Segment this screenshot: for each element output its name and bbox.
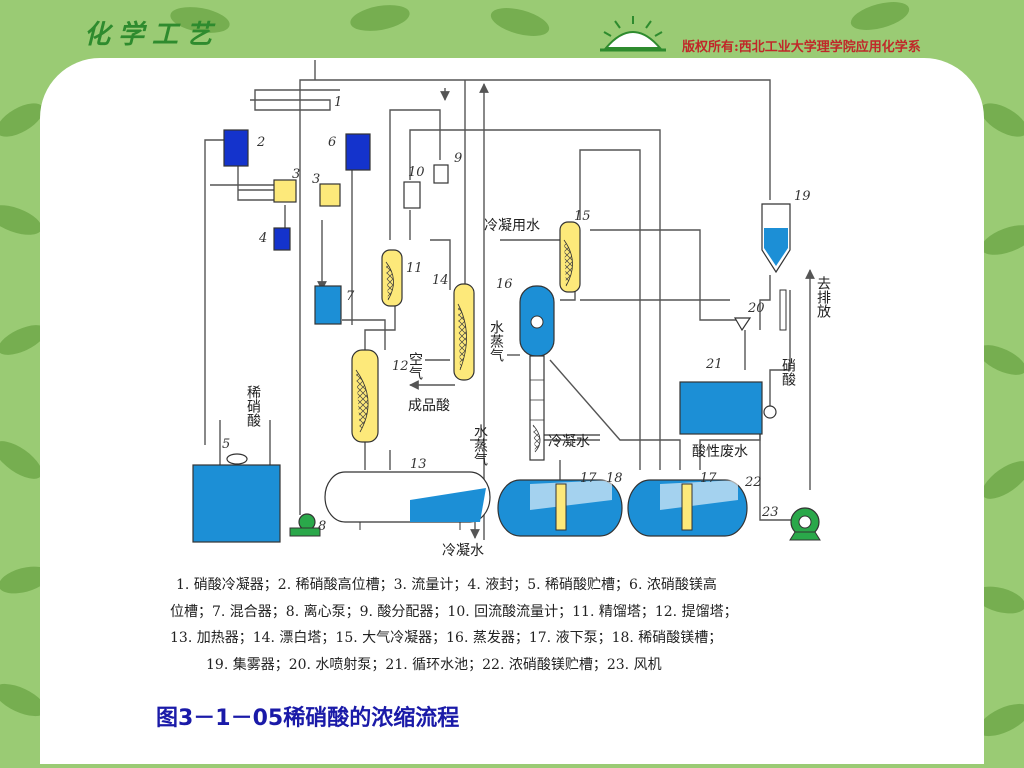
label-cooling-water-13: 冷凝水	[442, 543, 484, 559]
equipment-number-17a: 17	[580, 471, 597, 486]
equipment-number-19: 19	[794, 189, 811, 204]
equipment-number-2: 2	[256, 135, 265, 150]
equipment-number-22: 22	[744, 475, 762, 490]
equipment-number-14: 14	[432, 273, 449, 288]
equipment-number-21: 21	[705, 357, 723, 372]
figure-caption: 图3－1－05稀硝酸的浓缩流程	[156, 706, 460, 731]
label-to-discharge: 去排放	[815, 276, 831, 319]
logo-text: 化学工艺	[84, 20, 221, 50]
equipment-number-6: 6	[328, 135, 336, 150]
equipment-legend: 1. 硝酸冷凝器；2. 稀硝酸高位槽；3. 流量计；4. 液封；5. 稀硝酸贮槽…	[170, 572, 870, 678]
label-product-acid: 成品酸	[408, 398, 450, 414]
label-steam-13: 水蒸气	[472, 424, 488, 466]
equipment-number-8: 8	[318, 519, 326, 534]
equipment-number-16: 16	[496, 277, 513, 292]
legend-line: 13. 加热器；14. 漂白塔；15. 大气冷凝器；16. 蒸发器；17. 液下…	[170, 630, 723, 646]
equipment-number-7: 7	[346, 289, 355, 304]
equipment-number-23: 23	[761, 505, 779, 520]
content-panel	[40, 58, 984, 764]
equipment-number-9: 9	[454, 151, 462, 166]
equipment-number-12: 12	[392, 359, 409, 374]
sun-logo-icon	[600, 16, 666, 52]
legend-line: 19. 集雾器；20. 水喷射泵；21. 循环水池；22. 浓硝酸镁贮槽；23.…	[206, 656, 662, 673]
label-acid-wastewater: 酸性废水	[692, 444, 748, 460]
label-steam-16: 水蒸气	[488, 320, 504, 362]
equipment-number-3b: 3	[312, 172, 320, 187]
label-nitric-acid: 硝酸	[780, 358, 796, 386]
equipment-number-10: 10	[408, 165, 425, 180]
equipment-number-13: 13	[410, 457, 427, 472]
equipment-number-20: 20	[747, 301, 765, 316]
equipment-number-5: 5	[222, 437, 230, 452]
legend-line: 位槽；7. 混合器；8. 离心泵；9. 酸分配器；10. 回流酸流量计；11. …	[170, 603, 738, 620]
equipment-number-3a: 3	[292, 167, 300, 182]
label-cooling-water-18: 冷凝水	[548, 434, 590, 450]
copyright-text: 版权所有:西北工业大学理学院应用化学系	[682, 40, 921, 55]
equipment-number-17b: 17	[700, 471, 717, 486]
equipment-number-11: 11	[406, 261, 423, 276]
equipment-number-4: 4	[258, 231, 267, 246]
label-dilute-nitric: 稀硝酸	[245, 385, 261, 427]
equipment-number-18: 18	[606, 471, 623, 486]
label-air: 空气	[407, 352, 423, 380]
legend-line: 1. 硝酸冷凝器；2. 稀硝酸高位槽；3. 流量计；4. 液封；5. 稀硝酸贮槽…	[176, 577, 717, 593]
label-cooling-water-inlet: 冷凝用水	[484, 218, 540, 234]
equipment-number-1: 1	[334, 95, 342, 110]
equipment-number-15: 15	[574, 209, 591, 224]
